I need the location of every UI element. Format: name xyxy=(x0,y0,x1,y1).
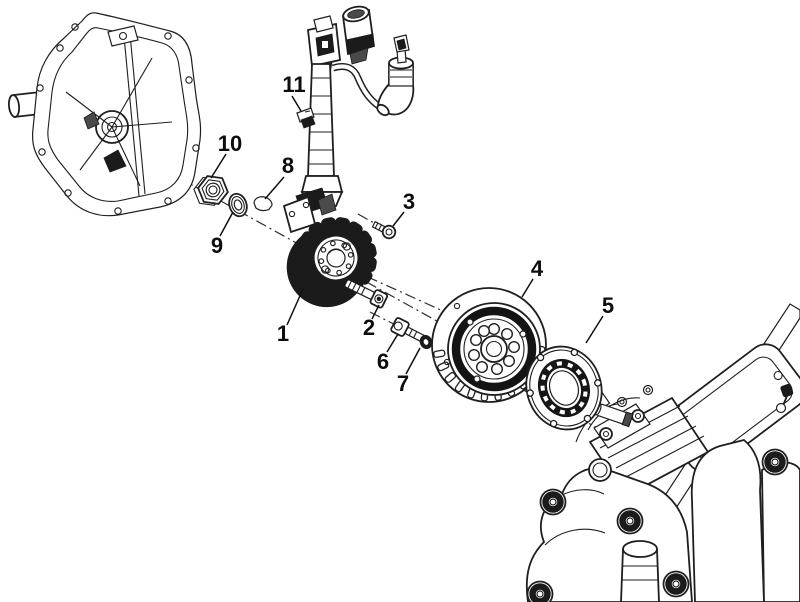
callout-4: 4 xyxy=(521,256,544,298)
callout-3-label: 3 xyxy=(403,189,415,214)
callout-4-leader xyxy=(521,278,534,298)
spark-plug-cap-wire xyxy=(331,62,383,110)
flywheel-rotor xyxy=(431,287,547,403)
engine-mount-bushing xyxy=(541,490,566,515)
callouts: 1 2 3 4 5 6 7 8 xyxy=(210,72,614,396)
crankcase-front xyxy=(525,467,693,602)
callout-6-label: 6 xyxy=(377,349,389,374)
callout-2: 2 xyxy=(363,304,380,340)
callout-1-label: 1 xyxy=(277,321,289,346)
callout-11-leader xyxy=(291,95,302,112)
crankcase-cover xyxy=(7,12,202,217)
cover-inner-contour xyxy=(47,27,189,202)
callout-9-label: 9 xyxy=(211,233,223,258)
bolt-axis-line-upper xyxy=(347,267,444,312)
callout-8-label: 8 xyxy=(282,153,294,178)
callout-1-leader xyxy=(286,288,304,326)
spark-terminal xyxy=(775,383,794,414)
callout-11-label: 11 xyxy=(282,72,305,97)
callout-2-label: 2 xyxy=(363,315,375,340)
engine-mount-bushing xyxy=(763,450,788,475)
flywheel-face-holes xyxy=(468,323,521,376)
callout-3-leader xyxy=(392,211,405,227)
oil-gallery-cylinder xyxy=(620,540,660,602)
screw xyxy=(371,220,397,240)
washer xyxy=(228,192,248,218)
callout-8-leader xyxy=(264,176,285,200)
nut xyxy=(193,175,229,206)
callout-5-leader xyxy=(585,315,604,344)
wiring-harness xyxy=(296,5,415,207)
callout-7-leader xyxy=(405,347,421,375)
engine-mount-bushing xyxy=(664,572,689,597)
callout-5: 5 xyxy=(585,293,614,344)
callout-9: 9 xyxy=(211,211,234,258)
crankcase-right xyxy=(690,439,765,602)
callout-10-leader xyxy=(210,153,227,179)
engine-mount-bushing xyxy=(618,509,643,534)
callout-4-label: 4 xyxy=(531,256,544,281)
engine-block xyxy=(525,303,800,602)
callout-8: 8 xyxy=(264,153,294,200)
callout-10: 10 xyxy=(210,131,242,179)
pickup-coil-bracket xyxy=(282,187,337,234)
flange-bolt-short xyxy=(390,317,426,343)
callout-3: 3 xyxy=(392,189,415,227)
connector-3pin xyxy=(342,5,375,65)
spark-plug-cap xyxy=(376,34,415,117)
callout-7-label: 7 xyxy=(397,371,409,396)
callout-6-leader xyxy=(386,333,399,353)
callout-1: 1 xyxy=(277,288,304,346)
callout-9-leader xyxy=(219,211,234,237)
center-axis-line xyxy=(182,179,571,396)
callout-2-leader xyxy=(371,304,380,320)
callout-10-label: 10 xyxy=(218,131,242,156)
callout-11: 11 xyxy=(282,72,306,112)
callout-6: 6 xyxy=(377,333,399,374)
cylinder-barrel xyxy=(761,461,800,602)
flywheel-magnet-ring xyxy=(451,306,537,392)
callout-7: 7 xyxy=(397,347,421,396)
cable-clamp xyxy=(296,107,316,129)
stator xyxy=(286,216,378,308)
cover-bolt-holes xyxy=(36,23,200,215)
woodruff-key xyxy=(253,196,273,212)
callout-5-label: 5 xyxy=(602,293,614,318)
flange-bolt-long xyxy=(344,279,389,309)
starter-driven-ring xyxy=(525,345,603,431)
cover-bearing-boss xyxy=(95,110,129,144)
ring-bolt-holes xyxy=(526,348,602,428)
engine-mount-bushing xyxy=(528,582,553,602)
cover-outline xyxy=(31,12,202,217)
